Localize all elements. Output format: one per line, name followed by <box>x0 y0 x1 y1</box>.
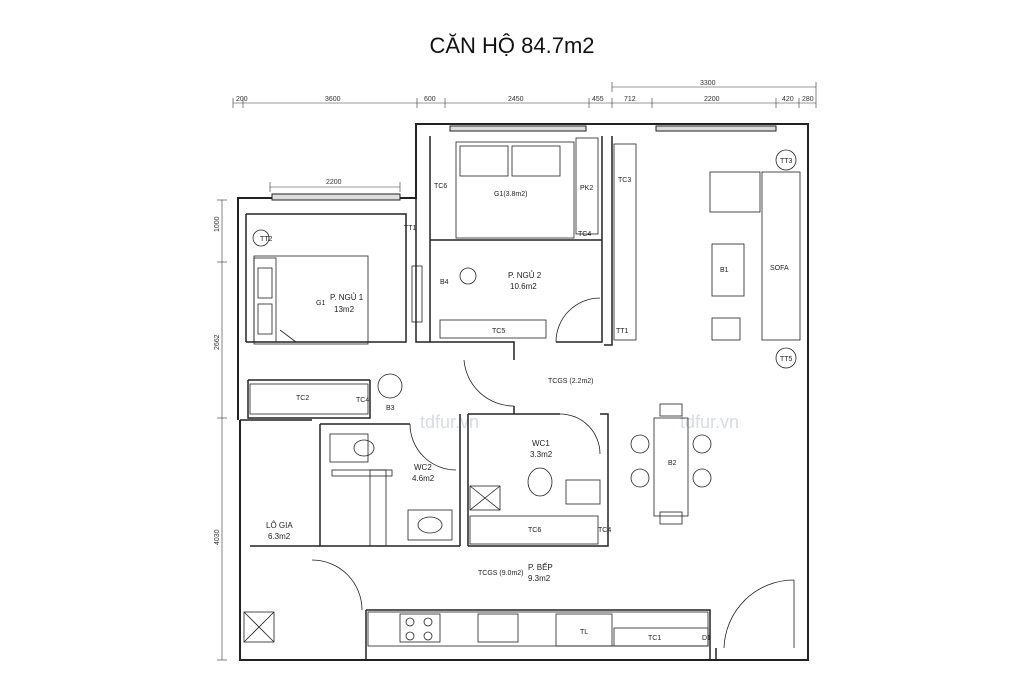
label-tc6b: TC6 <box>528 527 541 534</box>
label-tc2: TC2 <box>296 395 309 402</box>
label-b1: B1 <box>720 267 729 274</box>
bedroom1-name: P. NGỦ 1 <box>330 293 364 302</box>
dim-top-1: 200 <box>236 96 248 103</box>
label-tl: TL <box>580 629 588 636</box>
page-title: CĂN HỘ 84.7m2 <box>429 33 595 58</box>
bedroom2-area: 10.6m2 <box>510 282 537 291</box>
dim-top-overall: 3300 <box>700 80 716 87</box>
label-tc3: TC3 <box>618 177 631 184</box>
loggia-fixtures <box>243 611 275 643</box>
label-tt1-a: TT1 <box>404 225 417 232</box>
bedroom2-name: P. NGỦ 2 <box>508 271 542 280</box>
label-b3: B3 <box>386 405 395 412</box>
left-dimension-line <box>217 199 227 661</box>
label-tt5: TT5 <box>780 356 793 363</box>
kitchen-area: 9.3m2 <box>528 574 551 583</box>
wc1-fixtures <box>469 467 601 545</box>
label-tc1: TC1 <box>648 635 661 642</box>
watermark-2: tdfur.vn <box>680 412 739 432</box>
loggia-name: LÔ GIA <box>266 521 293 530</box>
label-tc4-b: TC4 <box>356 397 369 404</box>
bedroom1-furniture <box>249 229 403 415</box>
label-sofa: SOFA <box>770 265 789 272</box>
dim-top-9: 280 <box>802 96 814 103</box>
label-tt1-b: TT1 <box>616 328 629 335</box>
label-g1-top: G1(3.8m2) <box>494 191 527 198</box>
dim-top-7: 2200 <box>704 96 720 103</box>
watermark-1: tdfur.vn <box>420 412 479 432</box>
label-b4: B4 <box>440 279 449 286</box>
label-tcgs2: TCGS (9.0m2) <box>478 570 524 577</box>
label-g1-bed: G1 <box>316 300 325 307</box>
wc2-area: 4.6m2 <box>412 474 435 483</box>
label-tcgs: TCGS (2.2m2) <box>548 378 594 385</box>
wc2-name: WC2 <box>414 463 432 472</box>
outer-walls <box>237 123 809 661</box>
bedroom1-area: 13m2 <box>334 305 355 314</box>
interior-walls <box>240 136 717 660</box>
label-d1: D1 <box>702 635 711 642</box>
kitchen-name: P. BẾP <box>528 562 553 572</box>
door-swings <box>311 297 795 649</box>
dim-left-1: 1000 <box>214 216 221 232</box>
label-tt2: TT2 <box>260 236 273 243</box>
label-tc4-c: TC4 <box>598 527 611 534</box>
wc1-name: WC1 <box>532 439 550 448</box>
label-tt3: TT3 <box>780 158 793 165</box>
dim-top-3: 600 <box>424 96 436 103</box>
label-pk2: PK2 <box>580 185 593 192</box>
dim-top-6: 712 <box>624 96 636 103</box>
dim-left-3: 4030 <box>214 529 221 545</box>
windows <box>271 125 777 201</box>
dim-left-2: 2662 <box>214 334 221 350</box>
kitchen-fixtures <box>367 611 709 647</box>
label-tc4-a: TC4 <box>578 231 591 238</box>
dim-bedroom1-window: 2200 <box>326 179 342 186</box>
dim-top-8: 420 <box>782 96 794 103</box>
living-furniture <box>613 143 801 369</box>
label-b2: B2 <box>668 460 677 467</box>
loggia-area: 6.3m2 <box>268 532 291 541</box>
wc2-fixtures <box>329 433 453 547</box>
wc1-area: 3.3m2 <box>530 450 553 459</box>
label-tc6: TC6 <box>434 183 447 190</box>
dim-top-5: 455 <box>592 96 604 103</box>
label-tc5: TC5 <box>492 328 505 335</box>
dim-top-4: 2450 <box>508 96 524 103</box>
dim-top-2: 3600 <box>325 96 341 103</box>
dining-furniture <box>630 403 712 525</box>
top-dimension-line <box>232 82 817 192</box>
bedroom2-furniture <box>411 137 599 339</box>
